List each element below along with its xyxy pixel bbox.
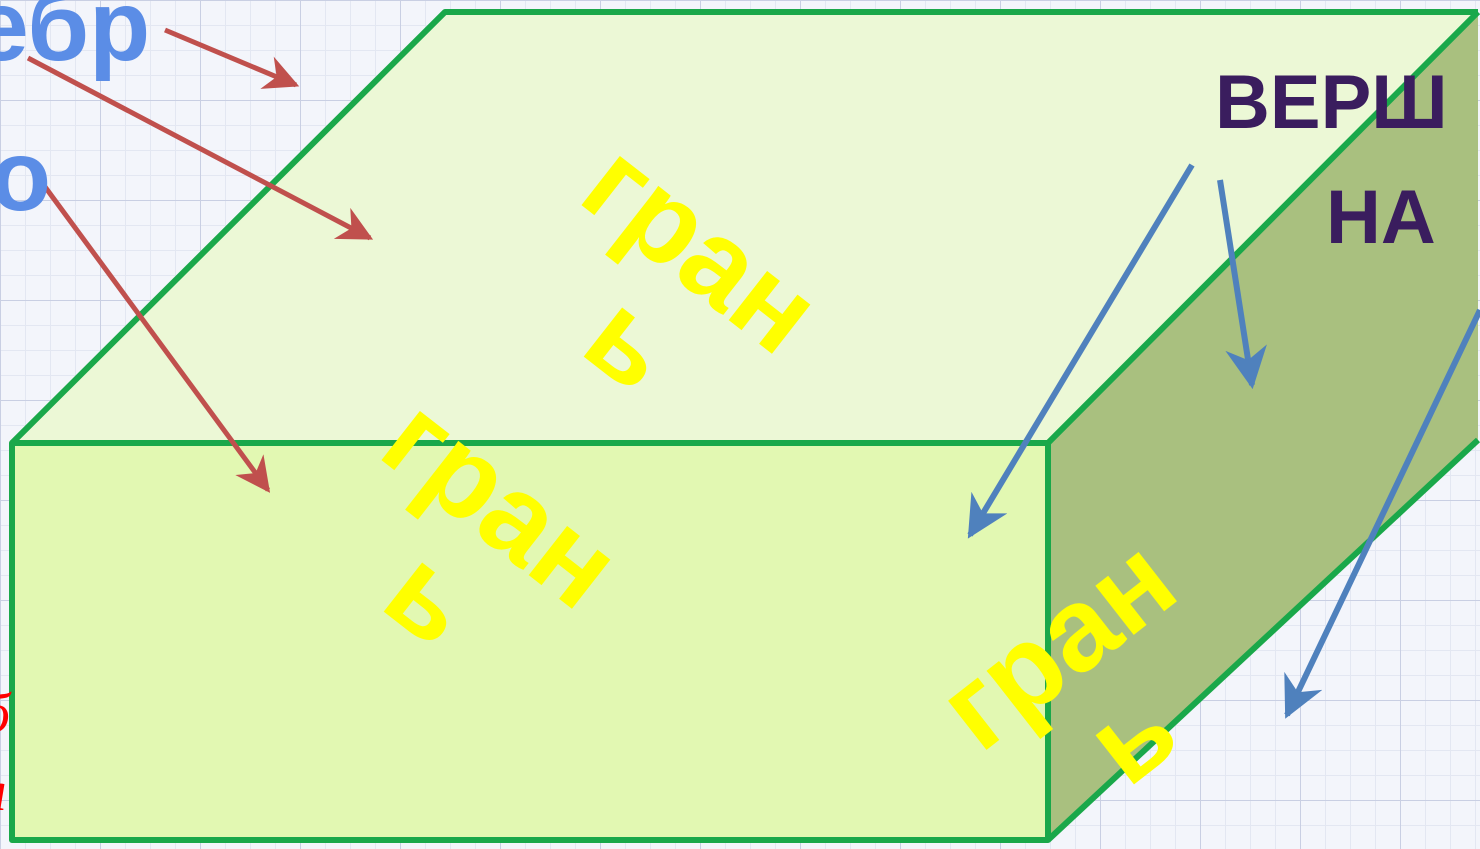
vertex-arrow — [1217, 179, 1267, 390]
edge-arrow — [37, 178, 271, 493]
edge-label: ребр — [0, 0, 150, 82]
vertex-label-continued: НА — [1326, 175, 1436, 260]
edge-arrow — [26, 55, 374, 241]
right-back-edge — [1045, 9, 1480, 446]
front-face — [12, 443, 1048, 840]
left-partial-text: л — [0, 761, 6, 823]
box-edges — [9, 9, 1480, 843]
front-face-outline — [9, 440, 1051, 843]
vertex-arrow — [967, 163, 1195, 539]
edge-arrow — [164, 27, 300, 89]
edge-arrows — [26, 27, 374, 493]
side-face — [1048, 12, 1478, 840]
top-face — [12, 12, 1478, 443]
bottom-side-edge — [1045, 437, 1480, 843]
edge-label-continued: о — [0, 120, 51, 232]
vertex-arrows — [967, 163, 1480, 719]
left-partial-text: б — [0, 683, 12, 745]
top-face-outline — [9, 9, 1478, 446]
vertex-label: ВЕРШ — [1215, 60, 1448, 145]
vertex-arrow — [1284, 308, 1480, 719]
